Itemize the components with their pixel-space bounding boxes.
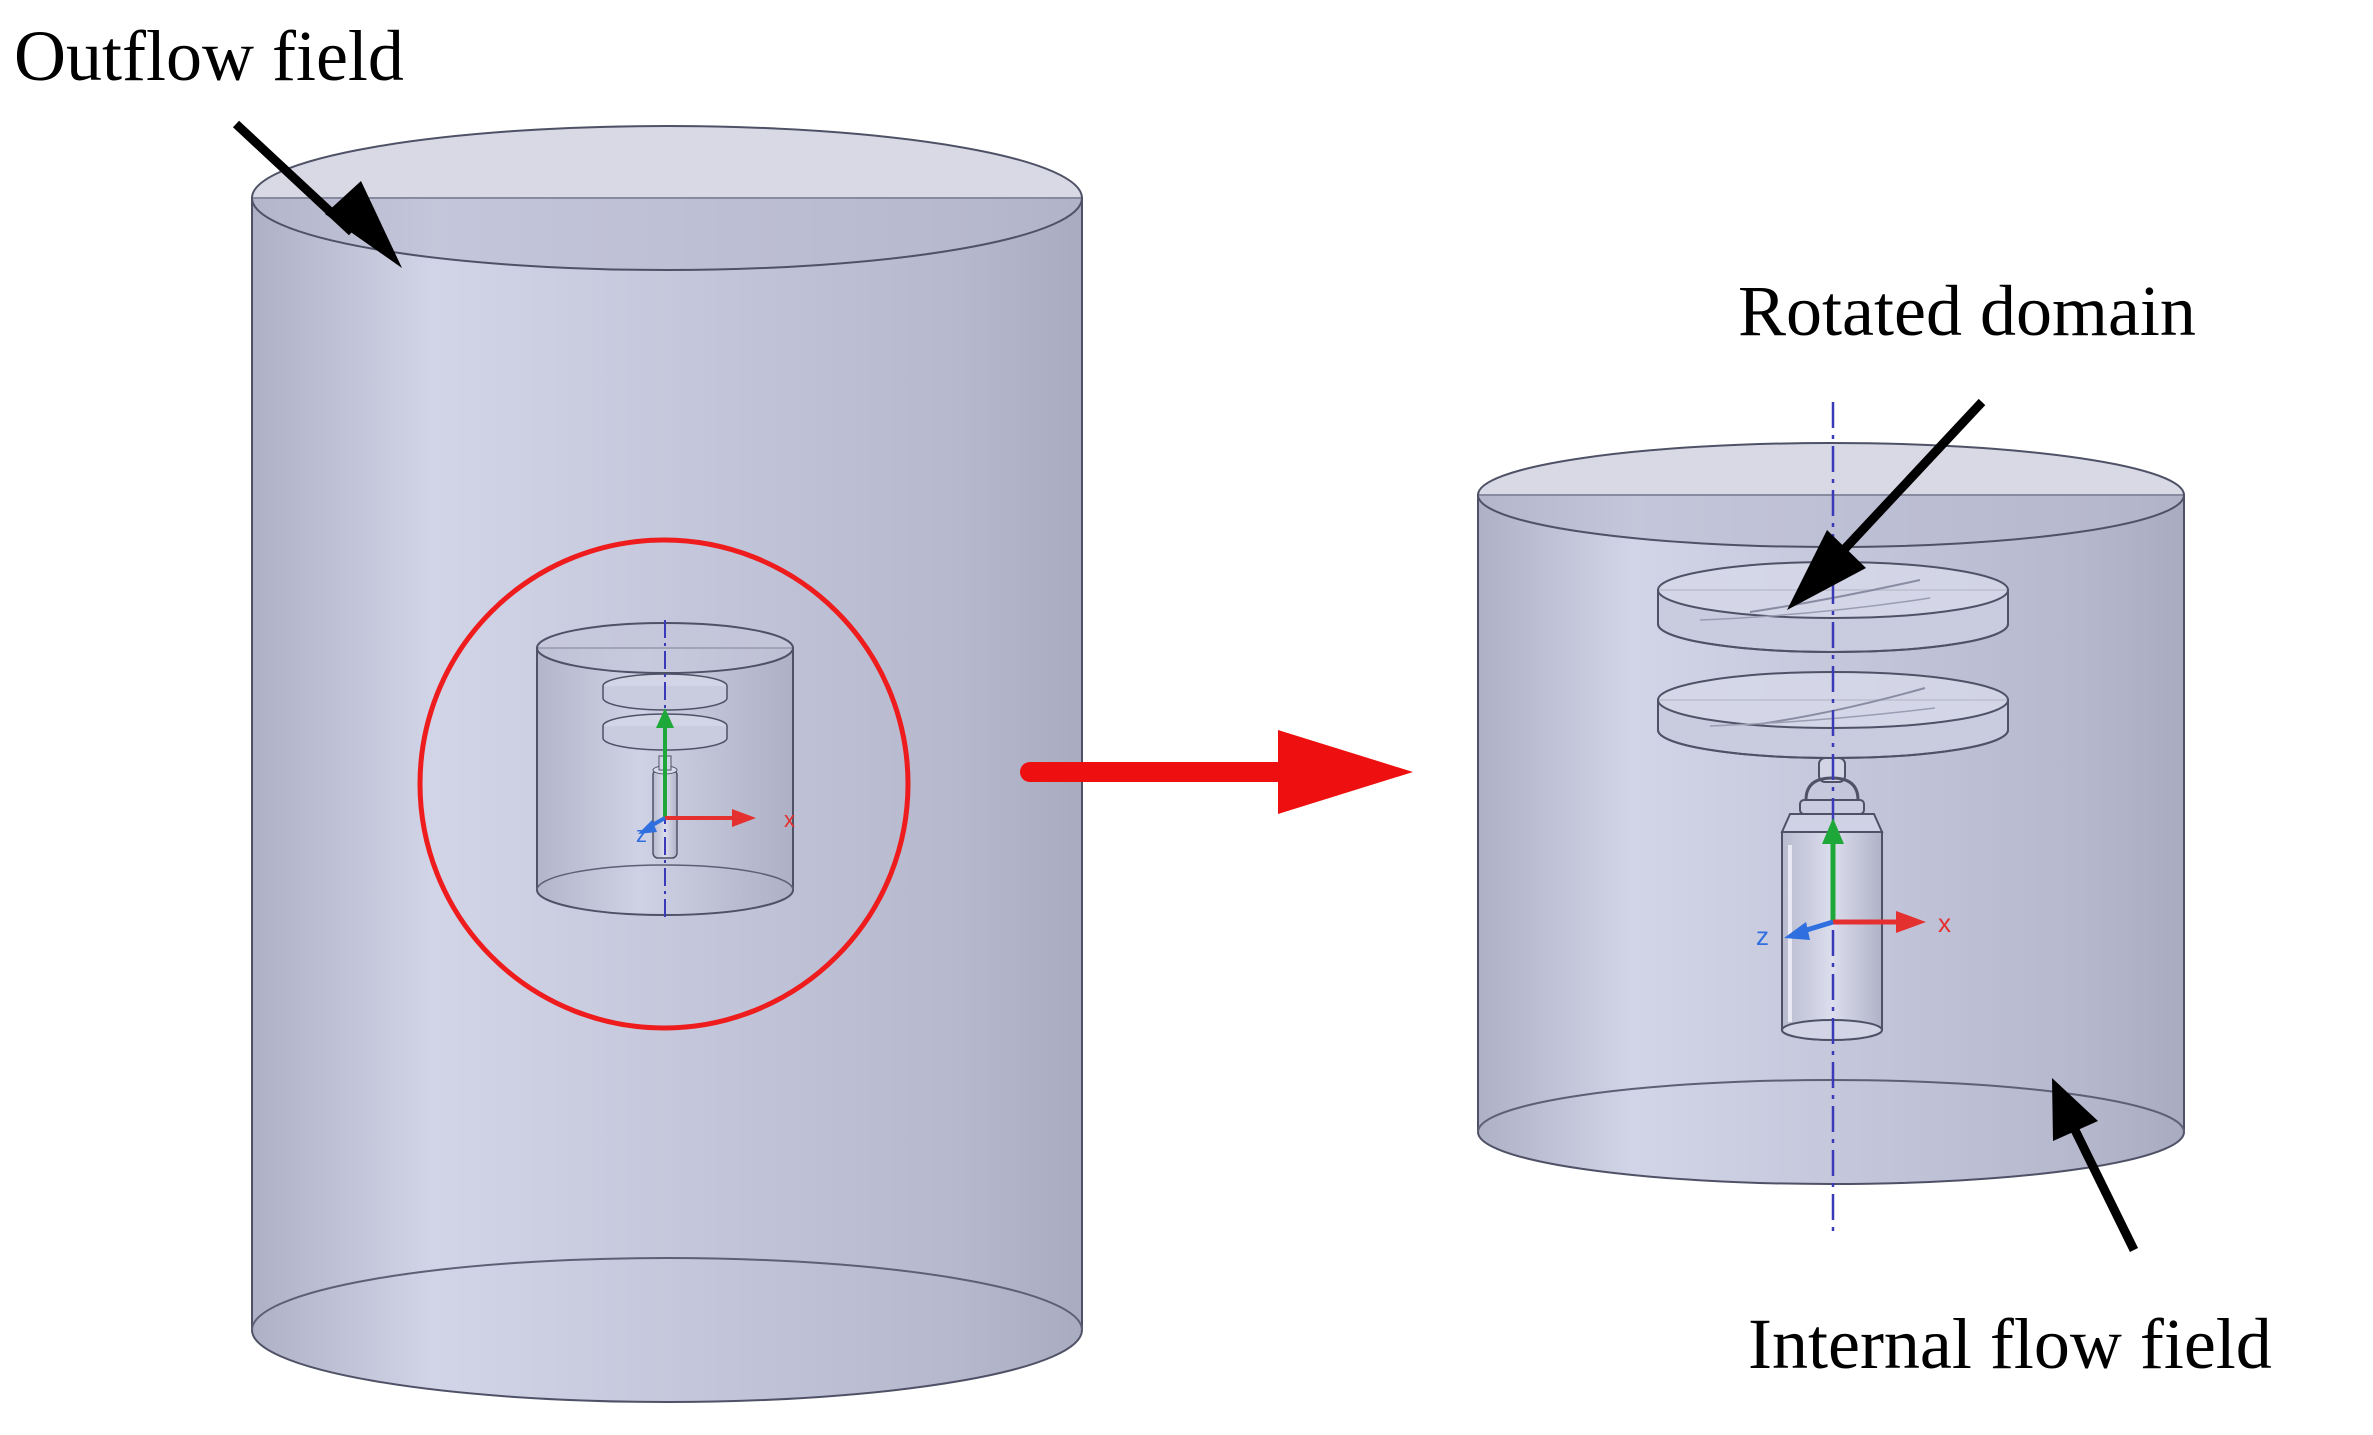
rotated-domain-label: Rotated domain <box>1738 271 2196 351</box>
internal-flow-field-label: Internal flow field <box>1748 1304 2272 1384</box>
outflow-field-pointer-arrow <box>232 120 402 268</box>
axis-z-label-thumbnail: z <box>636 822 647 847</box>
rotated-domain-pointer-arrow <box>1787 398 1986 610</box>
axis-z-label: z <box>1756 921 1769 951</box>
internal-flow-field-pointer-arrow <box>2052 1078 2139 1252</box>
outflow-field-label: Outflow field <box>14 16 404 96</box>
highlight-circle <box>417 537 911 1031</box>
coordinate-axes: x z <box>1756 818 1951 951</box>
internal-domain-thumbnail: x z <box>536 620 795 918</box>
axis-x-label: x <box>1938 908 1951 938</box>
zoom-transition-arrow <box>1020 730 1413 814</box>
axis-x-label-thumbnail: x <box>784 807 795 832</box>
coordinate-axes-thumbnail: x z <box>636 708 795 847</box>
